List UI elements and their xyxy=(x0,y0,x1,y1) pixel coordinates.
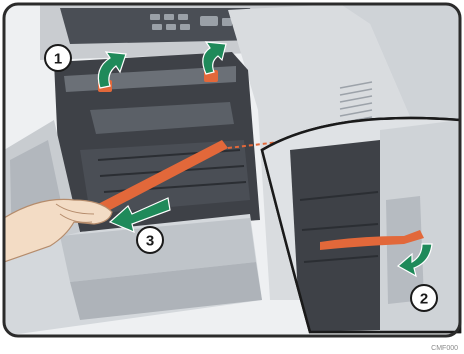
step-badge-icon: 1 xyxy=(45,45,71,71)
step-number-1: 1 xyxy=(54,51,62,68)
step-number-2: 2 xyxy=(420,291,428,308)
step-badge-icon: 3 xyxy=(137,227,163,253)
step-badge-icon: 2 xyxy=(411,285,437,311)
figure-code: CMF000 xyxy=(431,345,458,352)
step-number-3: 3 xyxy=(146,233,154,250)
